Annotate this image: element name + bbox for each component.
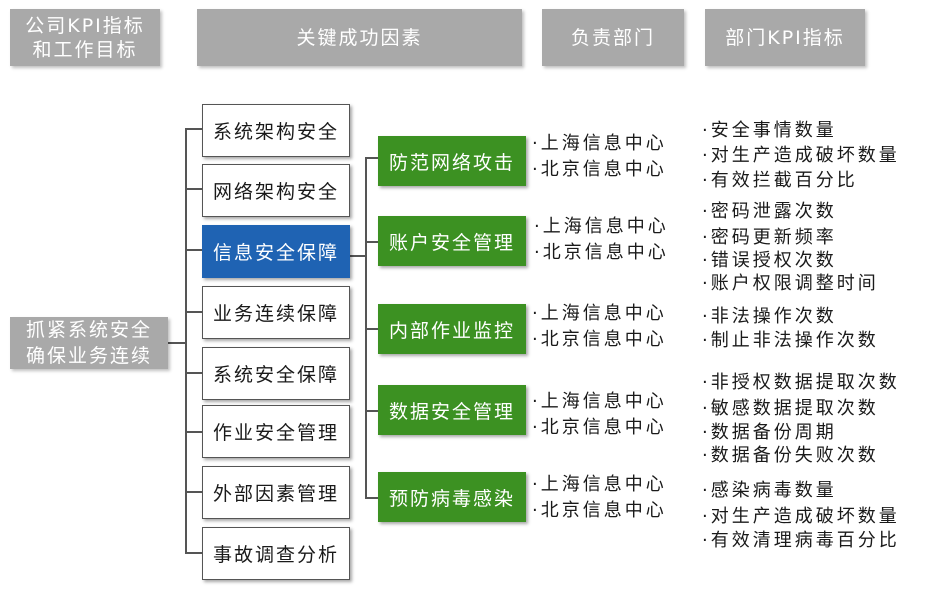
factor-system-architecture-security: 系统架构安全: [202, 104, 350, 157]
department-shanghai: ·上海信息中心: [532, 133, 667, 154]
department-shanghai: ·上海信息中心: [532, 474, 667, 495]
kpi-item: ·感染病毒数量: [702, 480, 837, 501]
department-beijing: ·北京信息中心: [532, 417, 667, 438]
department-beijing: ·北京信息中心: [532, 329, 667, 350]
kpi-item: ·对生产造成破坏数量: [702, 506, 900, 527]
header-key-success-factors: 关键成功因素: [197, 9, 522, 66]
kpi-item: ·密码泄露次数: [702, 201, 837, 222]
department-beijing: ·北京信息中心: [532, 159, 667, 180]
factor-network-architecture-security: 网络架构安全: [202, 164, 350, 217]
department-shanghai: ·上海信息中心: [532, 391, 667, 412]
department-beijing: ·北京信息中心: [534, 242, 669, 263]
kpi-item: ·密码更新频率: [702, 227, 837, 248]
kpi-item: ·安全事情数量: [702, 120, 837, 141]
kpi-item: ·非法操作次数: [702, 306, 837, 327]
measure-prevent-virus-infection: 预防病毒感染: [378, 472, 526, 522]
kpi-item: ·数据备份周期: [702, 422, 837, 443]
kpi-item: ·制止非法操作次数: [702, 330, 879, 351]
header-department-kpi: 部门KPI指标: [705, 9, 865, 66]
measure-account-security-management: 账户安全管理: [378, 216, 526, 266]
header-responsible-department: 负责部门: [542, 9, 684, 66]
header-company-kpi: 公司KPI指标 和工作目标: [10, 9, 160, 66]
factor-system-security-assurance: 系统安全保障: [202, 347, 350, 400]
kpi-item: ·错误授权次数: [702, 250, 837, 271]
kpi-item: ·敏感数据提取次数: [702, 398, 879, 419]
kpi-item: ·对生产造成破坏数量: [702, 145, 900, 166]
factor-business-continuity-assurance: 业务连续保障: [202, 286, 350, 339]
company-goal: 抓紧系统安全 确保业务连续: [10, 317, 168, 369]
kpi-item: ·非授权数据提取次数: [702, 372, 900, 393]
factor-information-security-assurance: 信息安全保障: [202, 225, 350, 278]
factor-incident-investigation-analysis: 事故调查分析: [202, 527, 350, 580]
measure-data-security-management: 数据安全管理: [378, 385, 526, 435]
factor-external-factor-management: 外部因素管理: [202, 466, 350, 519]
kpi-item: ·数据备份失败次数: [702, 445, 879, 466]
kpi-item: ·有效清理病毒百分比: [702, 530, 900, 551]
department-shanghai: ·上海信息中心: [534, 216, 669, 237]
department-shanghai: ·上海信息中心: [532, 303, 667, 324]
measure-internal-operation-monitoring: 内部作业监控: [378, 304, 526, 354]
factor-operation-security-management: 作业安全管理: [202, 405, 350, 458]
kpi-item: ·账户权限调整时间: [702, 273, 879, 294]
kpi-item: ·有效拦截百分比: [702, 170, 858, 191]
measure-prevent-network-attack: 防范网络攻击: [378, 136, 526, 186]
department-beijing: ·北京信息中心: [532, 500, 667, 521]
